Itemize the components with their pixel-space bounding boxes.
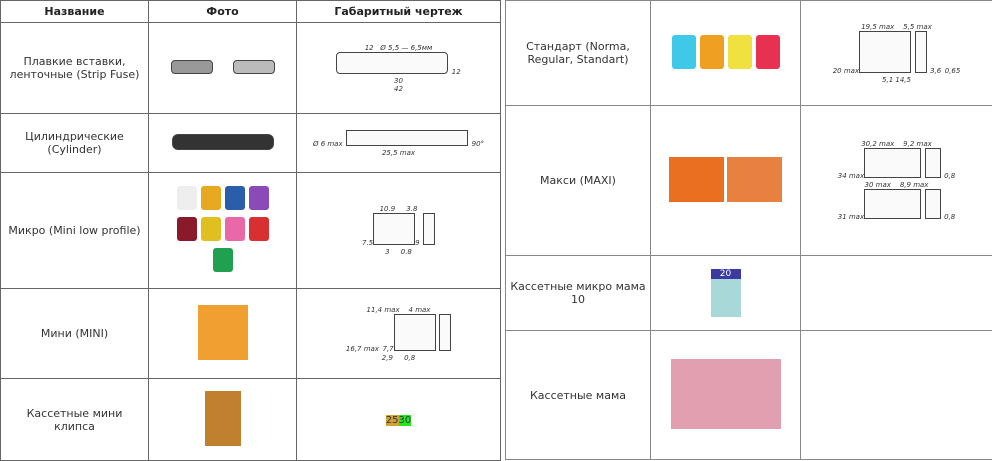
fuse-photo (149, 289, 297, 379)
fuse-name: Плавкие вставки, ленточные (Strip Fuse) (1, 23, 149, 114)
table-row: Кассетные микро мама 10 20 (506, 256, 992, 331)
fuse-name: Цилиндрические (Cylinder) (1, 114, 149, 173)
table-header: Название Фото Габаритный чертеж (1, 1, 501, 23)
fuse-photo (651, 331, 801, 460)
code-30: 30 (399, 415, 412, 426)
empty-cell (801, 256, 992, 331)
fuse-photo (149, 173, 297, 289)
fuse-name: Микро (Mini low profile) (1, 173, 149, 289)
empty-cell (801, 331, 992, 460)
header-photo: Фото (149, 1, 297, 23)
code-25: 25 (386, 415, 399, 426)
fuse-photo (149, 379, 297, 461)
fuse-table-left: Название Фото Габаритный чертеж Плавкие … (0, 0, 501, 461)
fuse-name: Кассетные мама (506, 331, 651, 460)
fuse-table-right: Стандарт (Norma, Regular, Standart) 19,5… (505, 0, 992, 460)
table-row: Цилиндрические (Cylinder) Ø 6 max 90°25,… (1, 114, 501, 173)
fuse-drawing: Ø 6 max 90°25,5 max (297, 114, 501, 173)
table-row: Стандарт (Norma, Regular, Standart) 19,5… (506, 1, 992, 106)
fuse-photo (651, 1, 801, 106)
header-name: Название (1, 1, 149, 23)
fuse-name: Стандарт (Norma, Regular, Standart) (506, 1, 651, 106)
header-drawing: Габаритный чертеж (297, 1, 501, 23)
fuse-photo (149, 23, 297, 114)
table-row: Плавкие вставки, ленточные (Strip Fuse) … (1, 23, 501, 114)
table-row: Кассетные мама (506, 331, 992, 460)
fuse-photo: 20 (651, 256, 801, 331)
fuse-name: Кассетные мини клипса (1, 379, 149, 461)
fuse-drawing: 2530 (297, 379, 501, 461)
table-row: Кассетные мини клипса 2530 (1, 379, 501, 461)
fuse-name: Макси (MAXI) (506, 106, 651, 256)
fuse-photo (651, 106, 801, 256)
fuse-photo (149, 114, 297, 173)
fuse-name: Мини (MINI) (1, 289, 149, 379)
fuse-name: Кассетные микро мама 10 (506, 256, 651, 331)
